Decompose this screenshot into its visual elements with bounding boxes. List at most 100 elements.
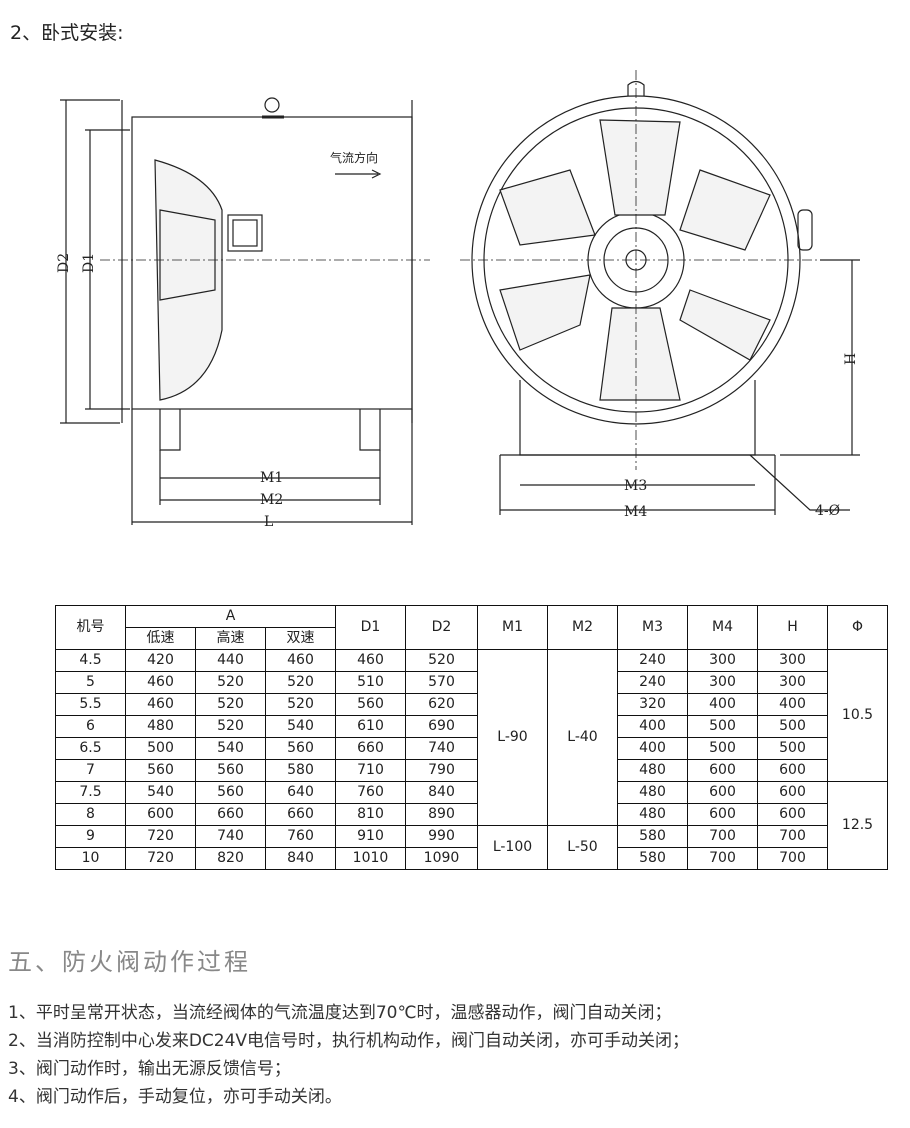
label-h: H [843,353,859,365]
table-cell: 540 [125,781,196,804]
header-m2: M2 [547,605,618,650]
table-cell: 400 [617,737,688,760]
table-cell: 10.5 [827,649,888,782]
process-item: 3、阀门动作时，输出无源反馈信号； [8,1059,291,1079]
table-cell: 1090 [405,847,478,870]
process-item: 1、平时呈常开状态，当流经阀体的气流温度达到70℃时，温感器动作，阀门自动关闭； [8,1003,672,1023]
header-m3: M3 [617,605,688,650]
table-cell: 7 [55,759,126,782]
table-cell: 560 [195,759,266,782]
table-cell: 700 [687,847,758,870]
table-cell: 580 [617,825,688,848]
header-h: H [757,605,828,650]
label-d1: D1 [81,253,97,273]
table-cell: 480 [125,715,196,738]
table-cell: 580 [265,759,336,782]
front-view: M3 M4 H 4-Ø [460,70,860,520]
airflow-label: 气流方向 [330,150,378,165]
table-cell: 890 [405,803,478,826]
table-cell: 840 [405,781,478,804]
table-cell: 240 [617,671,688,694]
table-cell: 600 [125,803,196,826]
header-a: A [125,605,336,628]
table-cell: 760 [335,781,406,804]
table-cell: 600 [687,759,758,782]
process-item: 2、当消防控制中心发来DC24V电信号时，执行机构动作，阀门自动关闭，亦可手动关… [8,1031,690,1051]
table-cell: 840 [265,847,336,870]
header-high-speed: 高速 [195,627,266,650]
table-cell: 600 [757,781,828,804]
process-item: 4、阀门动作后，手动复位，亦可手动关闭。 [8,1087,342,1107]
table-cell: 610 [335,715,406,738]
header-m4: M4 [687,605,758,650]
header-phi: Φ [827,605,888,650]
table-cell: 690 [405,715,478,738]
table-cell: 540 [265,715,336,738]
table-cell: 8 [55,803,126,826]
table-cell: 790 [405,759,478,782]
table-cell: 560 [265,737,336,760]
label-d2: D2 [56,253,72,273]
table-cell: 520 [195,671,266,694]
table-cell: 460 [335,649,406,672]
table-cell: 720 [125,847,196,870]
table-cell: 500 [687,715,758,738]
header-dual-speed: 双速 [265,627,336,650]
table-cell: 580 [617,847,688,870]
table-cell: 300 [687,671,758,694]
table-cell: 700 [757,847,828,870]
table-cell: 520 [405,649,478,672]
table-cell: 5 [55,671,126,694]
table-cell: 660 [335,737,406,760]
table-cell: 700 [757,825,828,848]
table-cell: 560 [195,781,266,804]
table-cell: 700 [687,825,758,848]
table-cell: 520 [265,693,336,716]
table-cell: 460 [125,671,196,694]
table-cell: 6 [55,715,126,738]
table-cell: 660 [265,803,336,826]
table-cell: 420 [125,649,196,672]
table-cell: 740 [405,737,478,760]
label-m4: M4 [624,504,647,520]
table-cell: 4.5 [55,649,126,672]
table-cell: 300 [757,649,828,672]
table-cell: 400 [687,693,758,716]
table-cell: 5.5 [55,693,126,716]
table-cell: 500 [125,737,196,760]
table-cell: 6.5 [55,737,126,760]
table-cell: L-100 [477,825,548,870]
table-cell: 9 [55,825,126,848]
table-cell: 320 [617,693,688,716]
table-cell: 560 [125,759,196,782]
table-cell: 520 [265,671,336,694]
table-cell: 460 [125,693,196,716]
table-cell: 1010 [335,847,406,870]
header-m1: M1 [477,605,548,650]
table-cell: 300 [687,649,758,672]
table-cell: 710 [335,759,406,782]
fan-installation-drawing: 气流方向 D2 D1 M1 M2 L M3 M4 H 4-Ø [56,70,860,530]
table-cell: L-40 [547,649,618,826]
label-m2: M2 [260,492,283,508]
table-cell: 620 [405,693,478,716]
table-cell: 600 [757,759,828,782]
table-cell: 820 [195,847,266,870]
header-row: 机号 A D1 D2 M1 M2 M3 M4 H Φ [55,605,888,650]
table-cell: 600 [757,803,828,826]
table-cell: 910 [335,825,406,848]
table-cell: 7.5 [55,781,126,804]
header-low-speed: 低速 [125,627,196,650]
table-cell: 500 [757,737,828,760]
table-cell: 500 [687,737,758,760]
table-cell: 440 [195,649,266,672]
table-cell: 300 [757,671,828,694]
